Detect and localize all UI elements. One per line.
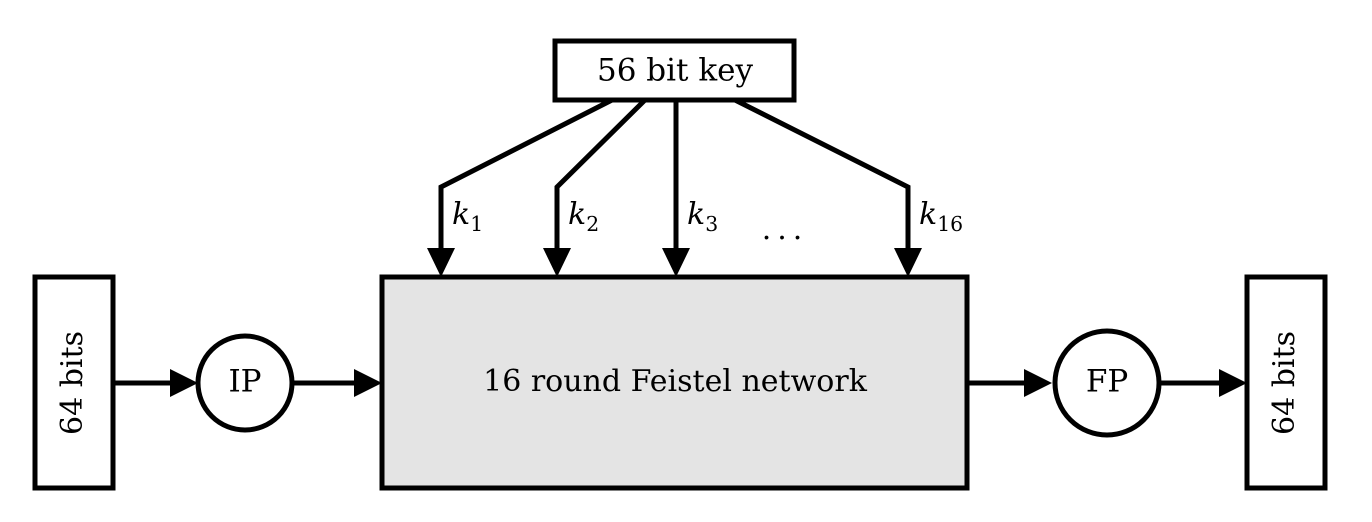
final-permutation-group[interactable]: FP bbox=[1052, 328, 1162, 438]
connector-input-to-ip-arrowhead bbox=[170, 369, 198, 397]
initial-permutation-group[interactable]: IP bbox=[195, 333, 295, 433]
connector-fp-to-output bbox=[1159, 369, 1247, 397]
input-block-label: 64 bits bbox=[55, 331, 90, 435]
key-block-group[interactable]: 56 bit key bbox=[552, 38, 797, 103]
initial-permutation-label: IP bbox=[228, 364, 261, 400]
connector-fp-to-output-arrowhead bbox=[1219, 369, 1247, 397]
connector-feistel-to-fp-arrowhead bbox=[1024, 369, 1052, 397]
input-block-group[interactable]: 64 bits bbox=[32, 274, 116, 491]
round-key-label-k16: k16 bbox=[919, 197, 963, 236]
round-key-label-k1: k1 bbox=[452, 197, 483, 236]
output-block-rect[interactable] bbox=[1244, 274, 1328, 491]
round-key-connector-k2 bbox=[554, 98, 647, 256]
round-key-arrowhead-k2 bbox=[543, 248, 571, 277]
round-key-connectors bbox=[427, 97, 922, 277]
round-key-ellipsis: ... bbox=[762, 212, 809, 247]
round-key-labels: k1 k2 k3 k16 ... bbox=[452, 197, 963, 247]
connector-ip-to-feistel-arrowhead bbox=[354, 369, 382, 397]
round-key-connector-k1 bbox=[438, 97, 614, 256]
connector-input-to-ip bbox=[113, 369, 198, 397]
round-key-arrowhead-k3 bbox=[662, 248, 690, 277]
feistel-network-label: 16 round Feistel network bbox=[483, 364, 868, 399]
feistel-network-group[interactable]: 16 round Feistel network bbox=[379, 274, 970, 491]
round-key-arrowhead-k16 bbox=[894, 248, 922, 277]
final-permutation-label: FP bbox=[1086, 364, 1128, 400]
round-key-connector-k16 bbox=[733, 97, 911, 256]
connector-feistel-to-fp bbox=[967, 369, 1052, 397]
key-block-label: 56 bit key bbox=[597, 53, 754, 89]
connector-ip-to-feistel bbox=[292, 369, 382, 397]
round-key-label-k3: k3 bbox=[687, 197, 718, 236]
output-block-label: 64 bits bbox=[1267, 331, 1302, 435]
input-block-rect[interactable] bbox=[32, 274, 116, 491]
feistel-network-rect[interactable] bbox=[379, 274, 970, 491]
round-key-label-k2: k2 bbox=[568, 197, 599, 236]
output-block-group[interactable]: 64 bits bbox=[1244, 274, 1328, 491]
round-key-arrowhead-k1 bbox=[427, 248, 455, 277]
